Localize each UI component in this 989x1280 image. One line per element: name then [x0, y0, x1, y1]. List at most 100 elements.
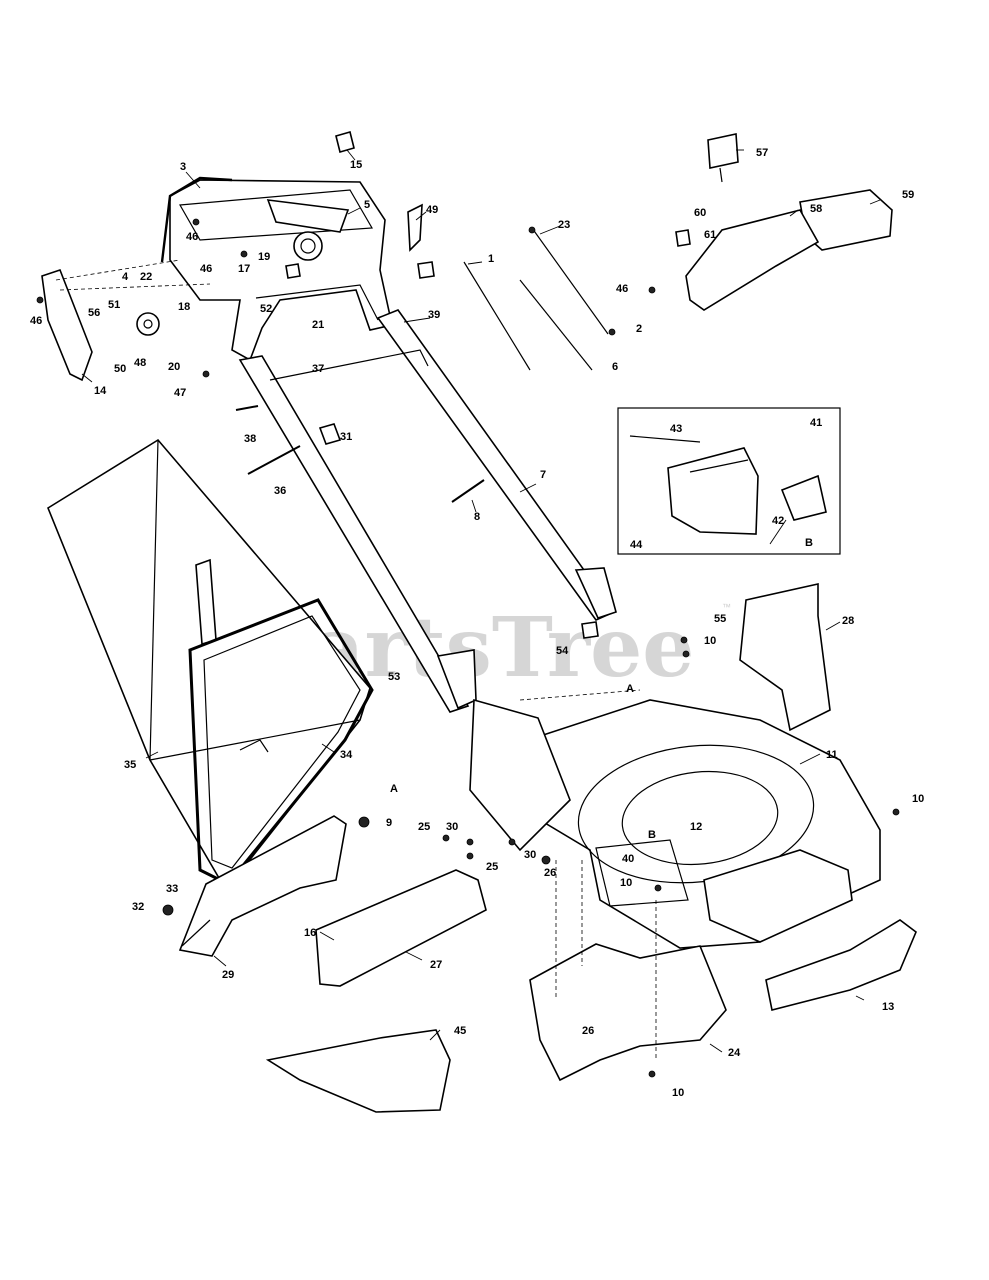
callout-23: 23 — [558, 219, 570, 231]
callout-30: 30 — [524, 849, 536, 861]
callout-38: 38 — [244, 433, 256, 445]
lever-49 — [407, 203, 423, 252]
callout-20: 20 — [168, 361, 180, 373]
callout-12: 12 — [690, 821, 702, 833]
callout-4: 4 — [122, 271, 129, 283]
bail — [160, 176, 233, 263]
callout-7: 7 — [540, 469, 546, 481]
callout-60: 60 — [694, 207, 706, 219]
callout-31: 31 — [340, 431, 352, 443]
callout-26: 26 — [544, 867, 556, 879]
callout-16: 16 — [304, 927, 316, 939]
callout-6: 6 — [612, 361, 618, 373]
callout-27: 27 — [430, 959, 442, 971]
callout-35: 35 — [124, 759, 136, 771]
knob-54 — [581, 621, 599, 639]
callout-30: 30 — [446, 821, 458, 833]
callout-labels: 15 3 5 49 46 19 46 17 4 22 18 52 21 46 5… — [30, 147, 924, 1099]
callout-33: 33 — [166, 883, 178, 895]
knob-37 — [285, 263, 301, 279]
callout-36: 36 — [274, 485, 286, 497]
callout-3: 3 — [180, 161, 186, 173]
bolt-36 — [247, 445, 301, 475]
callout-37: 37 — [312, 363, 324, 375]
mulch-plug-29 — [178, 815, 347, 957]
callout-9: 9 — [386, 817, 392, 829]
callout-55: 55 — [714, 613, 726, 625]
side-bracket — [41, 269, 93, 382]
knob-upper — [417, 261, 435, 279]
callout-2: 2 — [636, 323, 642, 335]
callout-46: 46 — [200, 263, 212, 275]
key-61 — [675, 229, 691, 247]
cable-1 — [463, 261, 531, 371]
callout-14: 14 — [94, 385, 107, 397]
callout-17: 17 — [238, 263, 250, 275]
callout-39: 39 — [428, 309, 440, 321]
cable-pulley-48 — [136, 312, 160, 336]
cable-23 — [531, 227, 609, 335]
callout-46: 46 — [616, 283, 628, 295]
grass-bag — [47, 438, 371, 892]
callout-24: 24 — [728, 1047, 741, 1059]
callout-40: 40 — [622, 853, 634, 865]
charger-57 — [707, 133, 739, 183]
fasteners — [36, 218, 900, 1078]
callout-56: 56 — [88, 307, 100, 319]
baffle-13 — [765, 919, 917, 1011]
callout-51: 51 — [108, 299, 120, 311]
callout-48: 48 — [134, 357, 146, 369]
side-deflector-45 — [265, 1029, 451, 1113]
upper-handle — [169, 179, 393, 362]
knob-31 — [318, 423, 342, 445]
callout-46: 46 — [30, 315, 42, 327]
callout-52: 52 — [260, 303, 272, 315]
callout-B: B — [648, 829, 656, 841]
callout-25: 25 — [418, 821, 430, 833]
assembly-lines — [55, 259, 657, 1060]
callout-43: 43 — [670, 423, 682, 435]
callout-10: 10 — [620, 877, 632, 889]
callout-15: 15 — [350, 159, 362, 171]
callout-22: 22 — [140, 271, 152, 283]
callout-21: 21 — [312, 319, 324, 331]
callout-46: 46 — [186, 231, 198, 243]
callout-47: 47 — [174, 387, 186, 399]
callout-5: 5 — [364, 199, 370, 211]
callout-11: 11 — [826, 749, 838, 761]
pin-38 — [235, 405, 259, 411]
callout-26: 26 — [582, 1025, 594, 1037]
discharge-chute-28 — [739, 583, 831, 732]
cable-6 — [519, 279, 593, 371]
callout-1: 1 — [488, 253, 494, 265]
callout-29: 29 — [222, 969, 234, 981]
callout-32: 32 — [132, 901, 144, 913]
callout-57: 57 — [756, 147, 768, 159]
callout-34: 34 — [340, 749, 353, 761]
callout-A: A — [390, 783, 398, 795]
callout-50: 50 — [114, 363, 126, 375]
callout-8: 8 — [474, 511, 480, 523]
callout-19: 19 — [258, 251, 270, 263]
handle-knob-15 — [335, 131, 355, 153]
callout-18: 18 — [178, 301, 190, 313]
callout-53: 53 — [388, 671, 400, 683]
leader-lines — [81, 149, 881, 1053]
battery-box-58 — [685, 209, 820, 311]
callout-13: 13 — [882, 1001, 894, 1013]
callout-61: 61 — [704, 229, 716, 241]
watermark-trademark: ™ — [722, 602, 731, 612]
callout-25: 25 — [486, 861, 498, 873]
callout-28: 28 — [842, 615, 854, 627]
cable-tie-8 — [451, 479, 485, 503]
callout-54: 54 — [556, 645, 569, 657]
inset-detail-b: 44 B — [617, 407, 841, 555]
lower-handle — [238, 309, 617, 713]
callout-10: 10 — [704, 635, 716, 647]
callout-10: 10 — [912, 793, 924, 805]
callout-42: 42 — [772, 515, 784, 527]
callout-58: 58 — [810, 203, 822, 215]
mower-deck — [469, 698, 881, 949]
rear-shield-24 — [529, 943, 727, 1082]
